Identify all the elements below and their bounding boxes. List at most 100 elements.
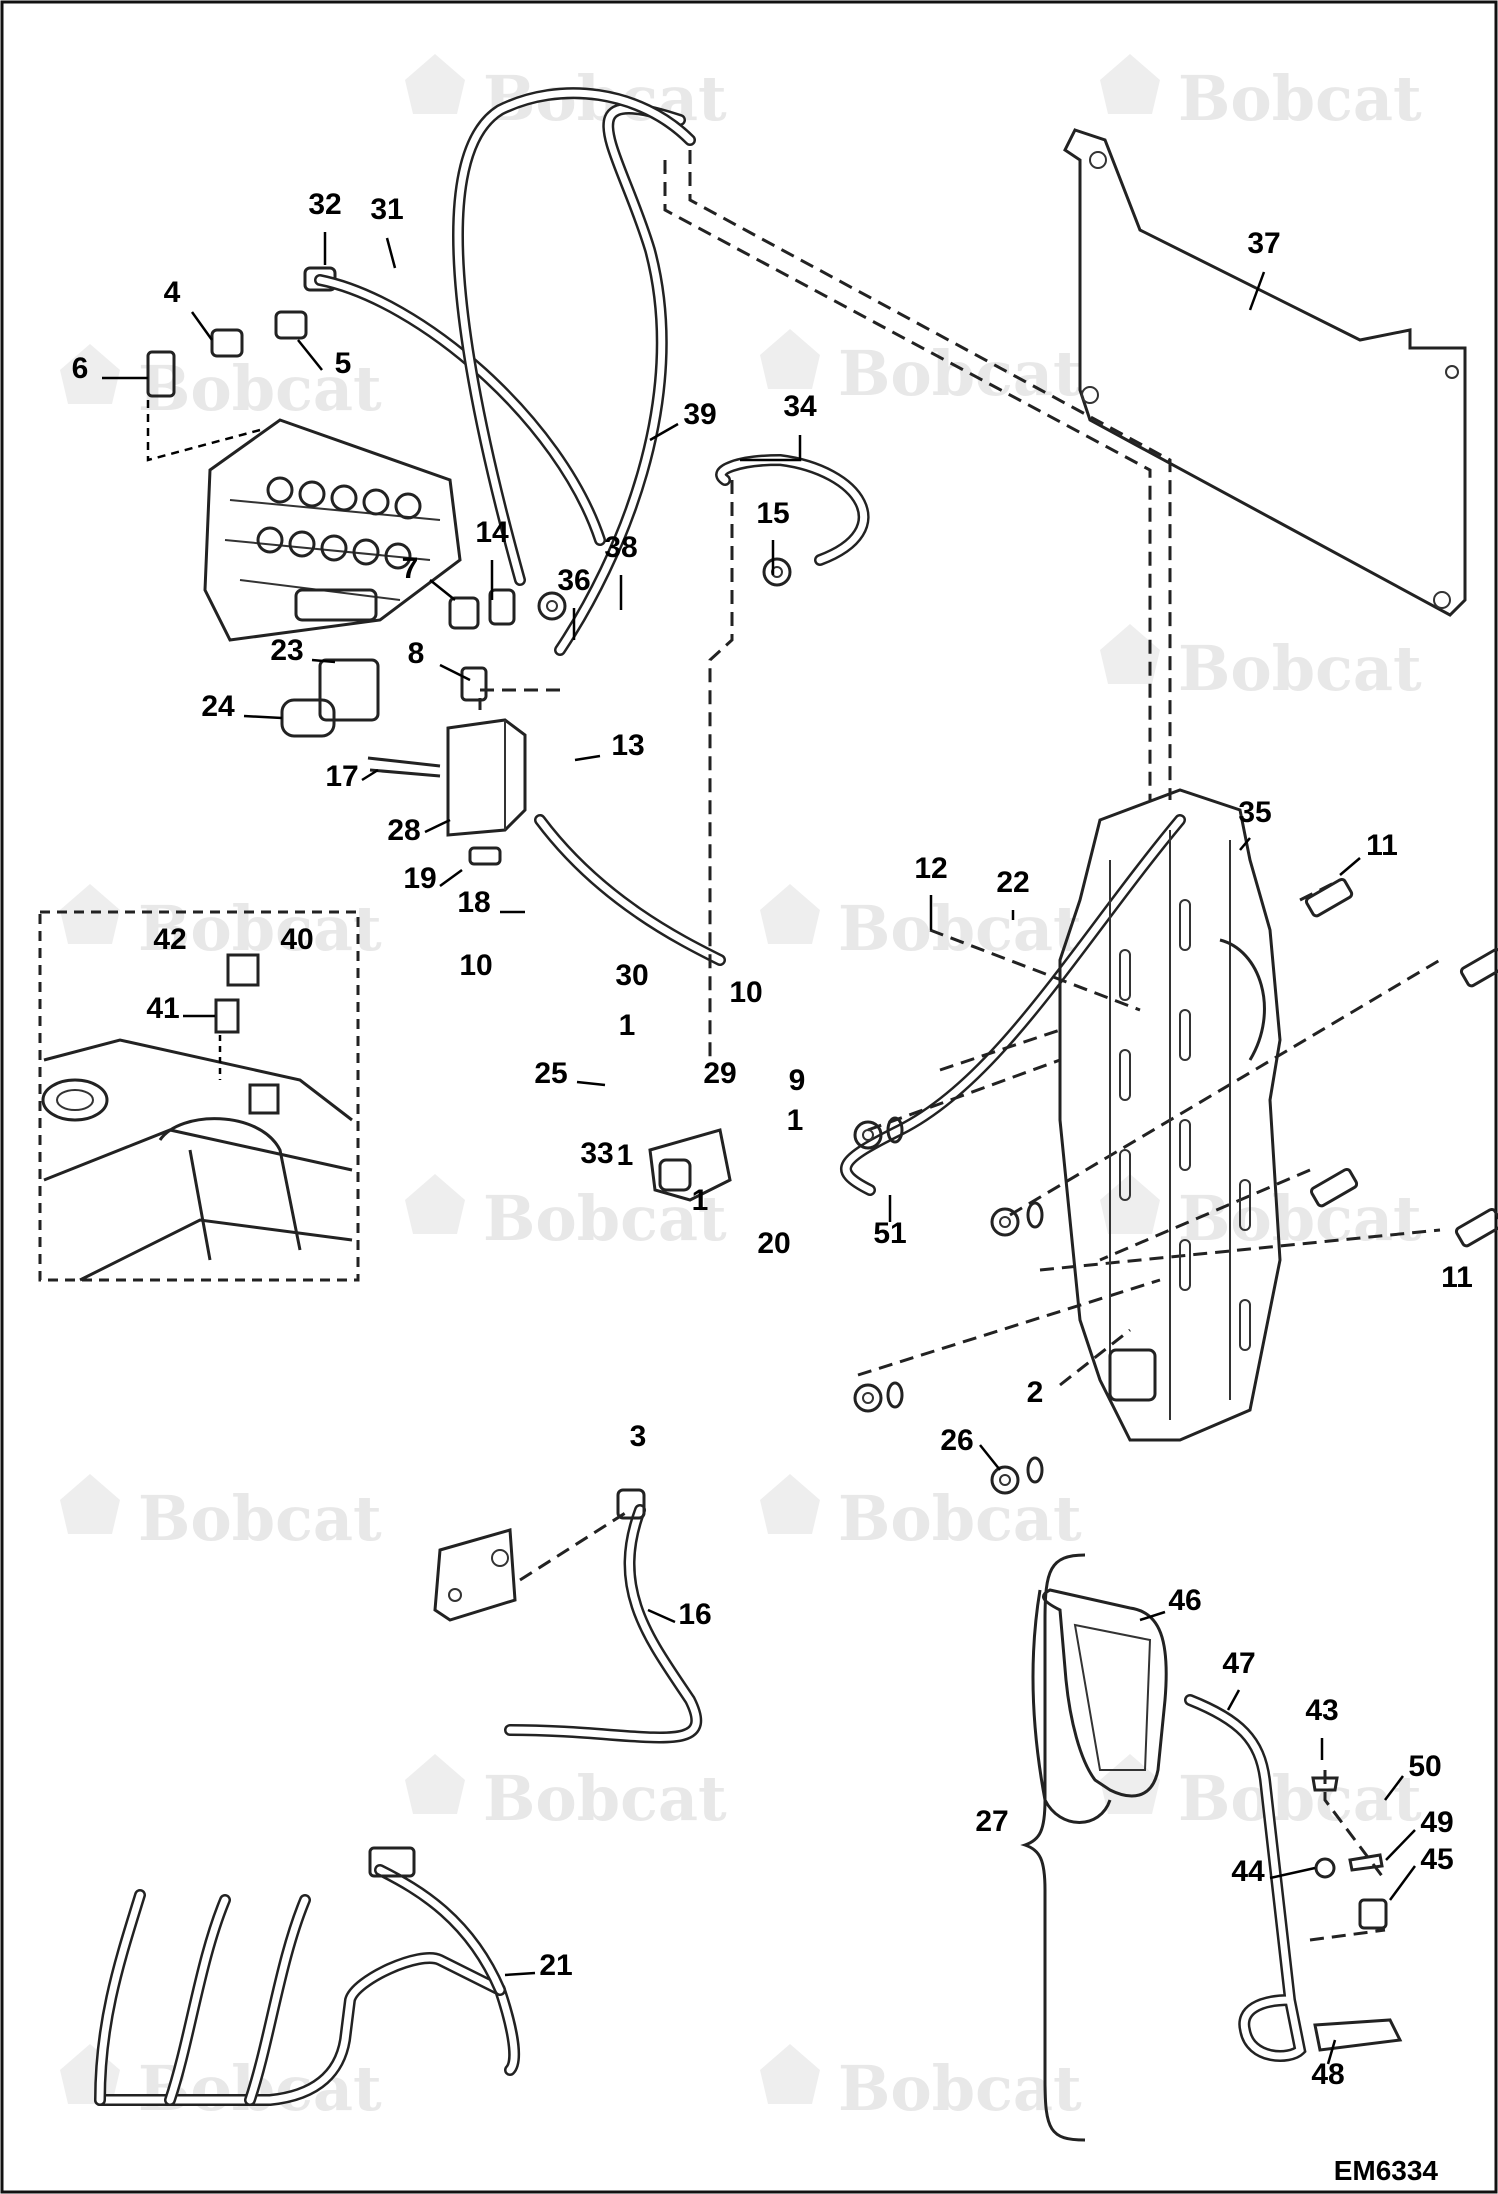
leader-line-50 xyxy=(1384,1775,1404,1801)
bolt xyxy=(1459,947,1498,988)
nut xyxy=(853,1120,883,1150)
callout-label: 48 xyxy=(1311,2058,1344,2091)
frame-slot xyxy=(1119,1149,1131,1201)
callout-label: 31 xyxy=(370,193,403,226)
callout-label: 37 xyxy=(1247,227,1280,260)
bobcat-logo-icon: Bobcat xyxy=(60,1474,382,1555)
bobcat-logo-icon: Bobcat xyxy=(60,884,382,965)
watermark-text: Bobcat xyxy=(838,1482,1082,1555)
nut xyxy=(990,1465,1020,1495)
callout-label: 1 xyxy=(692,1184,709,1217)
callout-label: 40 xyxy=(280,923,313,956)
frame-slot xyxy=(1239,1299,1251,1351)
nut xyxy=(762,557,792,587)
leader-line-21 xyxy=(504,1971,536,1977)
callout-label: 7 xyxy=(402,552,419,585)
bobcat-logo-icon: Bobcat xyxy=(1100,624,1422,705)
fittings-group xyxy=(146,266,516,702)
leader-line-44 xyxy=(1269,1866,1316,1880)
callout-label: 42 xyxy=(153,923,186,956)
leader-line-46 xyxy=(1139,1610,1166,1622)
callout-label: 35 xyxy=(1238,796,1271,829)
watermark-text: Bobcat xyxy=(483,1762,727,1835)
valve-spool xyxy=(266,476,294,504)
inset-box xyxy=(38,910,360,1282)
frame-slot xyxy=(1179,1239,1191,1291)
callout-label: 39 xyxy=(683,398,716,431)
callout-label: 2 xyxy=(1027,1376,1044,1409)
callout-label: 41 xyxy=(146,992,179,1025)
watermark-text: Bobcat xyxy=(838,892,1082,965)
callout-label: 18 xyxy=(457,886,490,919)
callout-label: 9 xyxy=(789,1064,806,1097)
footrest-assembly xyxy=(1031,1588,1403,2062)
watermark-text: Bobcat xyxy=(838,2052,1082,2125)
nut xyxy=(537,591,567,621)
leader-line-49 xyxy=(1385,1829,1416,1861)
leader-lines xyxy=(102,232,1417,2065)
leader-line-23 xyxy=(311,658,336,664)
leader-line-4 xyxy=(190,311,214,341)
callout-label: 5 xyxy=(335,347,352,380)
callout-label: 34 xyxy=(783,390,817,423)
frame-slot xyxy=(1179,899,1191,951)
bobcat-logo-icon: Bobcat xyxy=(60,2044,382,2125)
bobcat-logo-icon: Bobcat xyxy=(1100,1174,1422,1255)
callout-label: 47 xyxy=(1222,1647,1255,1680)
bobcat-logo-icon: Bobcat xyxy=(760,329,1082,410)
callout-label: 45 xyxy=(1420,1843,1453,1876)
nut-hole xyxy=(862,1392,874,1404)
leader-line-11 xyxy=(1339,857,1361,876)
callout-label: 27 xyxy=(975,1805,1008,1838)
callout-label: 51 xyxy=(873,1217,906,1250)
callout-label: 22 xyxy=(996,866,1029,899)
callout-label: 32 xyxy=(308,188,341,221)
callout-label: 14 xyxy=(475,516,509,549)
washer xyxy=(886,1116,904,1144)
callout-label: 10 xyxy=(459,949,492,982)
callout-label: 1 xyxy=(619,1009,636,1042)
watermark-text: Bobcat xyxy=(838,337,1082,410)
leader-line-45 xyxy=(1388,1865,1417,1901)
leader-line-37 xyxy=(1248,271,1266,311)
manifold-block xyxy=(280,658,527,866)
valve-spool xyxy=(362,488,390,516)
washer xyxy=(1026,1456,1044,1484)
washer xyxy=(1026,1201,1044,1229)
inset-tank-detail xyxy=(41,953,353,1282)
bolt xyxy=(1304,877,1354,918)
valve-spool xyxy=(288,530,316,558)
leader-line-31 xyxy=(385,237,397,269)
bobcat-logo-icon: Bobcat xyxy=(760,1474,1082,1555)
bracket-panel xyxy=(1063,128,1467,617)
frame-slot xyxy=(1179,1119,1191,1171)
callout-label: 4 xyxy=(164,276,181,309)
callout-label: 15 xyxy=(756,497,789,530)
callout-label: 1 xyxy=(787,1104,804,1137)
watermark-text: Bobcat xyxy=(1178,632,1422,705)
frame-slot xyxy=(1179,1009,1191,1061)
callout-label: 6 xyxy=(72,352,89,385)
wiring-harness xyxy=(94,1846,521,2106)
callout-label: 11 xyxy=(1441,1261,1473,1294)
leader-line-5 xyxy=(297,339,323,371)
callout-label: 16 xyxy=(678,1598,711,1631)
watermark-text: Bobcat xyxy=(138,1482,382,1555)
callout-label: 38 xyxy=(604,531,637,564)
leader-line-47 xyxy=(1226,1689,1241,1711)
callout-label: 26 xyxy=(940,1424,973,1457)
leader-line-8 xyxy=(439,663,471,682)
nut xyxy=(853,1383,883,1413)
valve-spool xyxy=(298,480,326,508)
callout-label: 49 xyxy=(1420,1806,1453,1839)
callout-label: 21 xyxy=(539,1949,572,1982)
nut-hole xyxy=(546,600,558,612)
watermark-text: Bobcat xyxy=(138,892,382,965)
callout-label: 20 xyxy=(757,1227,790,1260)
callout-label: 46 xyxy=(1168,1584,1201,1617)
callout-label: 23 xyxy=(270,634,303,667)
frame-slot xyxy=(1119,1049,1131,1101)
callout-label: 19 xyxy=(403,862,436,895)
